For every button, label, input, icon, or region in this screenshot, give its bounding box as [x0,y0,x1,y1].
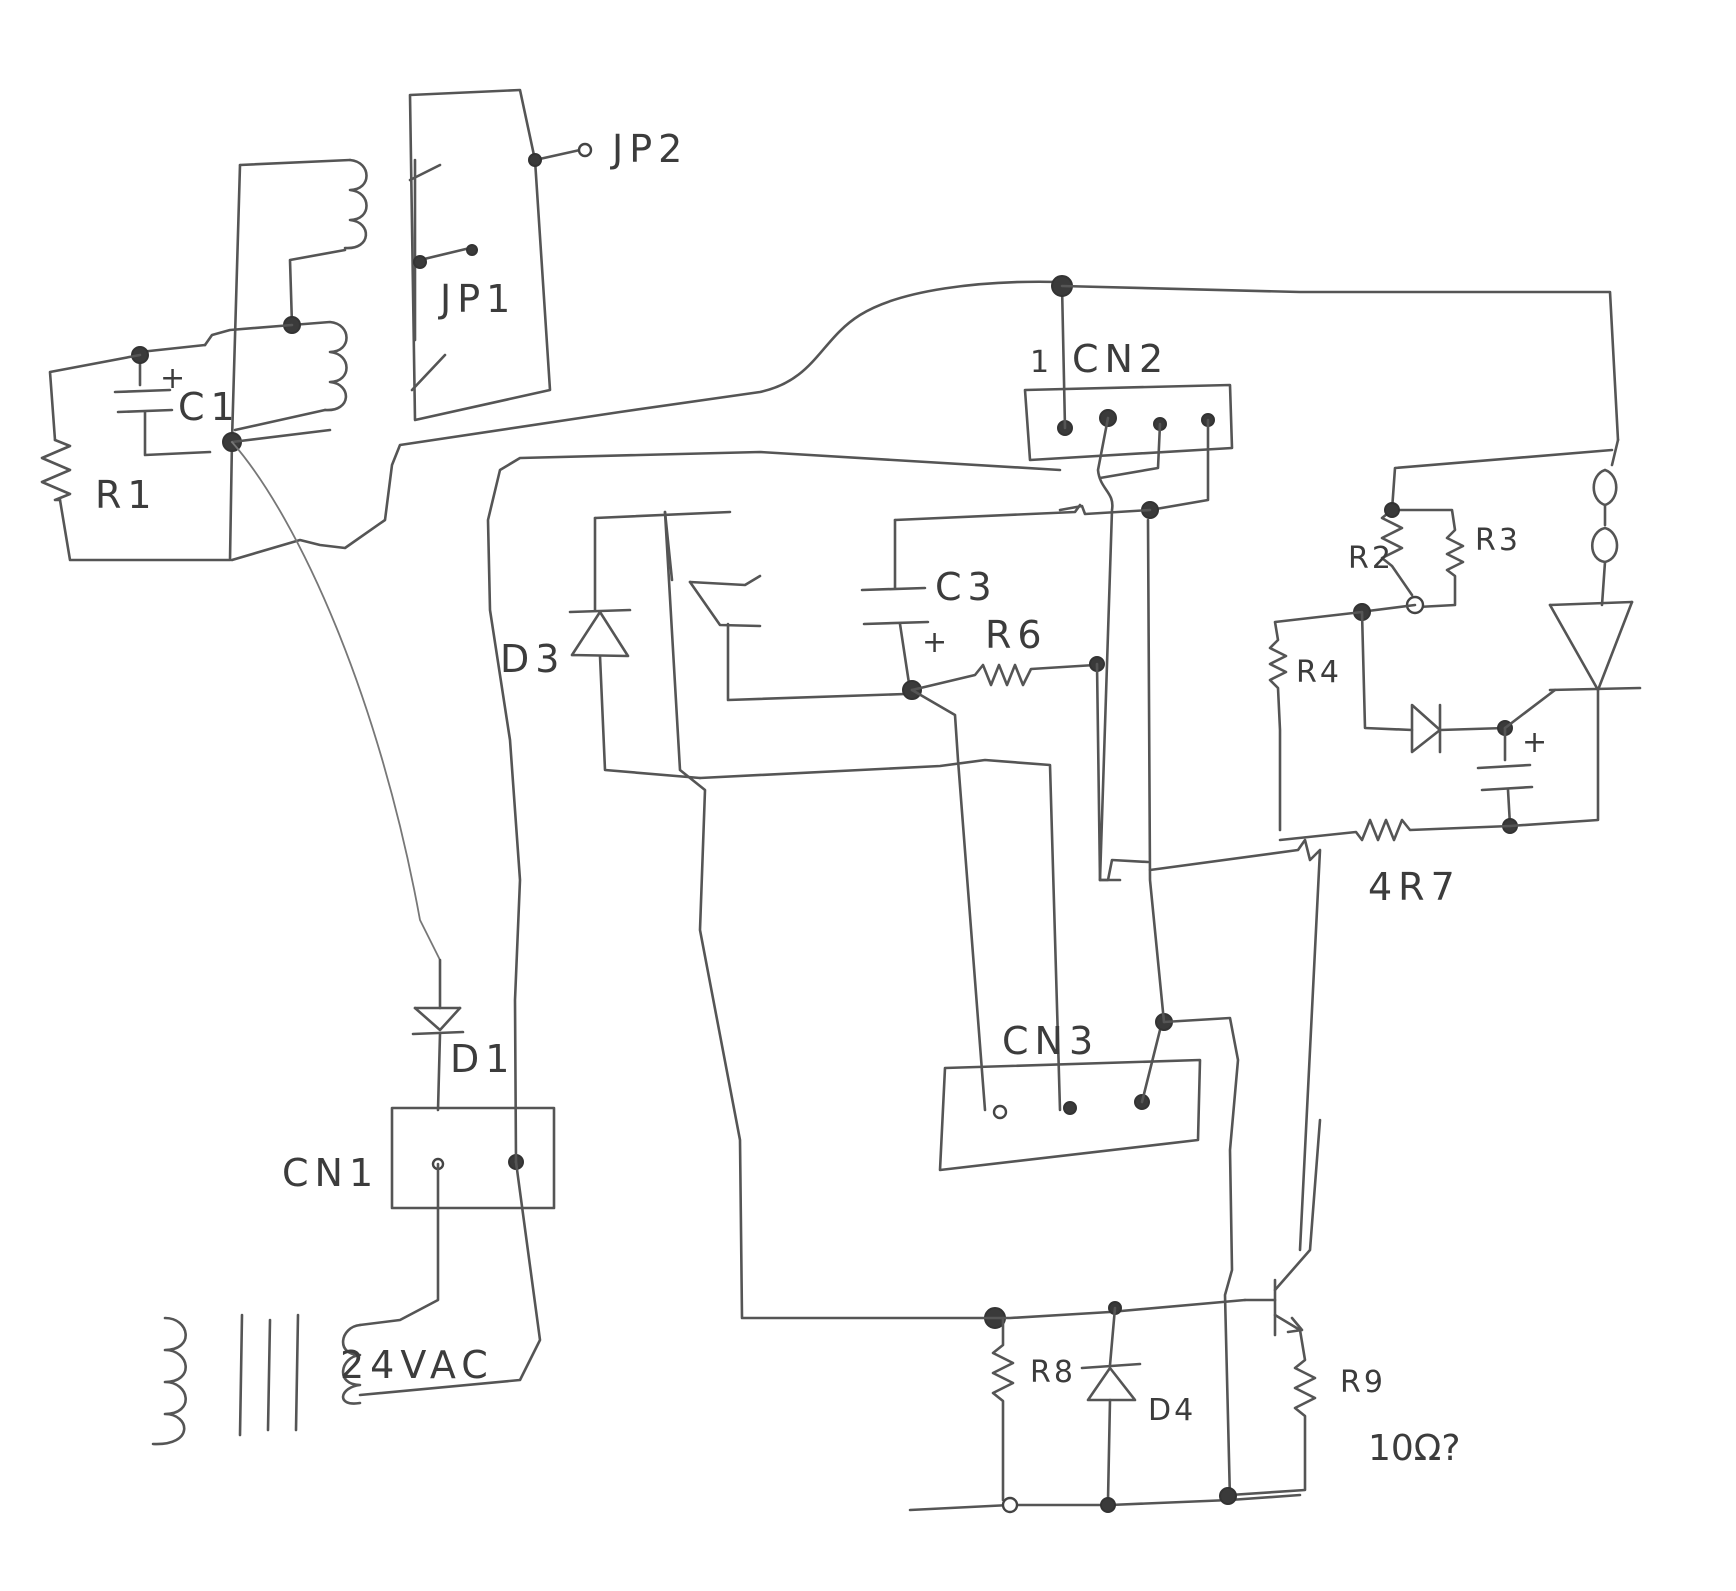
r3-body [1390,508,1465,609]
cn3-pin1 [992,1104,1008,1120]
d4-triangle [1086,1366,1137,1402]
c1-plate-top [113,388,172,394]
relay-coils [58,158,368,562]
transistor-emitter [1273,1313,1302,1332]
relay-contact-lower [410,353,447,392]
c3-r6: + C3 R6 [860,503,1105,1112]
r9-value: 10Ω? [1368,1428,1460,1469]
transformer: 24VAC [151,1313,494,1446]
wire-top-rail [1060,284,1620,442]
c3-plate-bottom [862,620,930,626]
relay-contact-jp1 [418,246,472,262]
r8-body [991,1316,1015,1502]
cn1-connector: CN1 [282,450,1062,1397]
jp1-label: JP1 [438,277,516,321]
scr-bar [1548,686,1642,692]
c3-plate-top [860,586,927,592]
d1-bar [411,1030,465,1036]
right-section: R2 R3 R4 + 4R7 [1268,438,1642,909]
c3-plus: + [922,625,947,660]
cn3-pin2 [1063,1101,1077,1115]
indicator-upper [1592,468,1618,507]
r9-body [1228,1328,1317,1497]
gate-diode-triangle [1410,703,1442,754]
relay-block: JP2 JP1 [408,88,688,422]
jp2-pin [577,142,593,158]
c1-label: C1 [178,385,241,429]
d4-label: D4 [1148,1393,1196,1428]
wire-4r7-junction [1148,838,1322,1252]
cn3-connector: CN3 [938,518,1322,1502]
indicator-lower [1590,526,1619,564]
cap-right-plus: + [1522,725,1547,760]
bottom-section: R8 D4 R9 10Ω? [908,1118,1460,1514]
scr-top [1548,600,1634,607]
cn1-body [390,1106,556,1210]
cap-right-top [1476,763,1532,770]
wire-to-d1 [231,441,441,961]
wire-cn2-to-relay [230,280,1062,562]
d4-bar [1080,1362,1142,1370]
relay-coil-lower [290,320,348,412]
c3-label: C3 [935,565,998,609]
transformer-primary [151,1316,187,1446]
cn1-label: CN1 [282,1151,379,1195]
d1-diode: D1 [411,958,515,1112]
wire-cn3-right [1162,1016,1240,1502]
d1-triangle [413,1006,462,1032]
cn3-body [938,1058,1202,1172]
r6-label: R6 [985,613,1048,657]
jp2-label: JP2 [610,127,688,171]
d1-label: D1 [450,1037,515,1081]
c1-r1: + C1 R1 [40,343,332,517]
r2-body [1380,508,1414,597]
cn2-body [1023,383,1234,462]
r9-label: R9 [1340,1365,1386,1400]
transistor-collector [1273,1118,1322,1292]
d3-label: D3 [500,637,565,681]
cn2-pin1-marker: 1 [1030,345,1052,380]
wire-cn1-up [486,450,1062,1164]
r6-body [910,663,1097,692]
r1-body [40,438,72,502]
r4-label: R4 [1296,655,1342,690]
d3-triangle [570,610,630,658]
r4r7-label: 4R7 [1368,865,1461,909]
cap-right-bottom [1480,785,1534,792]
cn3-label: CN3 [1002,1019,1099,1063]
r2-label: R2 [1348,541,1394,576]
cn2-label: CN2 [1072,337,1169,381]
zener-bar [688,574,762,587]
r4r7-body [1278,818,1512,842]
cn2-connector: 1 CN2 [1023,275,1620,882]
left-outer-wire [58,163,242,562]
relay-coil-upper [343,158,368,250]
jp2-lead [533,148,582,162]
d3-section: D3 [500,510,1062,1320]
relay-housing [408,88,552,422]
c1-plus: + [160,361,185,396]
transformer-secondary [341,1323,362,1405]
r1-label: R1 [95,473,158,517]
zener-triangle [688,580,762,628]
scr-triangle [1548,600,1634,692]
r3-label: R3 [1475,523,1521,558]
wire-d3-bottom [663,510,987,1320]
r4-body [1268,610,1364,832]
scr-gate [1503,688,1557,730]
vac-label: 24VAC [340,1343,494,1387]
r8-label: R8 [1030,1355,1076,1390]
